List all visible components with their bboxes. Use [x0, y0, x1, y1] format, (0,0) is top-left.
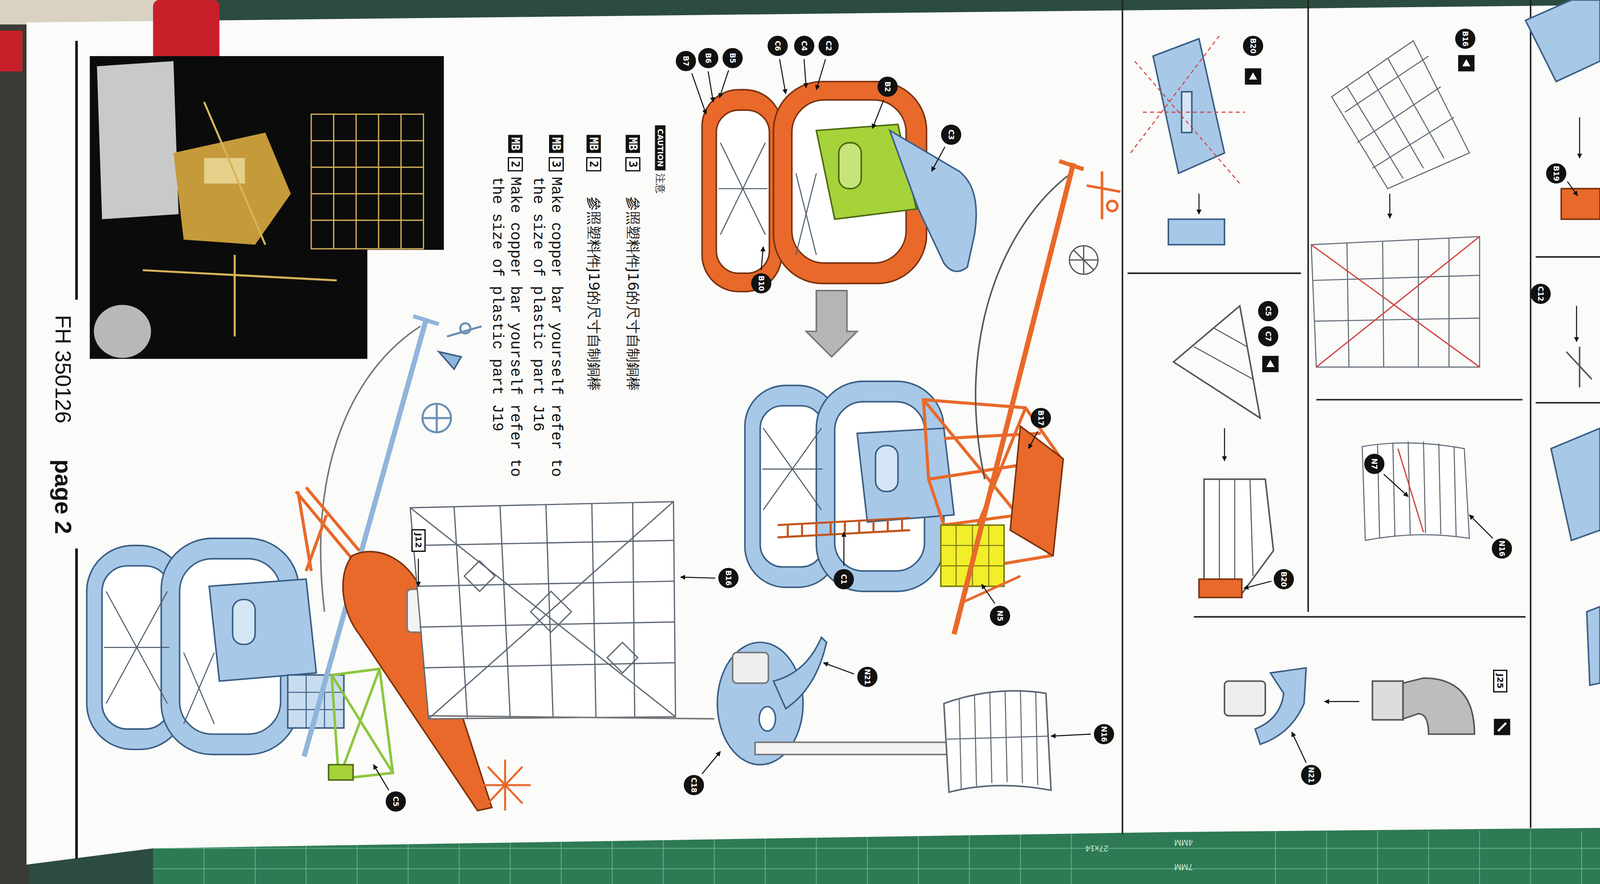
leader-lines — [373, 58, 1580, 791]
callout-number: B16 — [1455, 28, 1476, 49]
callout-number: B16 — [718, 568, 739, 589]
note-text: 參照塑料件J19的尺寸自制銅棒 — [584, 195, 604, 392]
callout-number: B6 — [698, 48, 719, 69]
callout-number: C1 — [833, 569, 854, 590]
mat-marking: 27x14 — [1085, 843, 1109, 854]
callout-number: N16 — [1093, 724, 1115, 745]
material-badge: MB — [508, 134, 523, 153]
callout-number: C6 — [767, 35, 788, 56]
callout-number: C18 — [683, 775, 704, 796]
callout-number: N7 — [1364, 453, 1385, 475]
mat-marking: 7MM — [1174, 861, 1193, 872]
panel-dividers — [1122, 0, 1600, 835]
sub-step-drawings — [1130, 0, 1600, 745]
mat-marking: 4MM — [1174, 837, 1193, 848]
callout-number: C7 — [1258, 326, 1279, 347]
caution-text: 注意 — [653, 172, 667, 195]
page-code: FH 350126 — [50, 313, 76, 425]
material-badge: MB — [625, 134, 640, 153]
quantity-box: 3 — [625, 157, 641, 172]
part-number: J25 — [1495, 673, 1506, 689]
callout-number: B17 — [1030, 408, 1051, 429]
callout-number: N21 — [857, 666, 878, 688]
callout-number: N5 — [989, 605, 1011, 627]
page-number: page 2 — [49, 457, 78, 536]
callout-number: N16 — [1491, 538, 1512, 559]
callout-number: B10 — [751, 273, 772, 294]
callout-number: C4 — [794, 35, 815, 56]
callout-number: C3 — [941, 124, 962, 145]
callout-number: N21 — [1301, 765, 1322, 786]
reference-photo — [89, 56, 444, 359]
middle-assembly — [744, 161, 1121, 635]
callout-number: B2 — [877, 76, 898, 97]
final-assembly — [86, 316, 1051, 811]
note-text: 參照塑料件J16的尺寸自制銅棒 — [623, 195, 643, 392]
note-text: Make copper bar yourself refer to the si… — [488, 176, 525, 489]
material-badge: MB — [549, 134, 564, 153]
material-badge: MB — [586, 134, 601, 153]
part-number-box: J25 — [1493, 669, 1508, 693]
callout-number: C2 — [818, 35, 839, 56]
page-border — [75, 40, 78, 859]
part-number: J12 — [413, 533, 424, 548]
callout-number: B20 — [1273, 569, 1294, 590]
quantity-box: 2 — [586, 157, 602, 172]
callout-number: C5 — [1258, 301, 1279, 322]
part-number-box: J12 — [411, 529, 426, 552]
callout-number: B7 — [675, 50, 696, 72]
note-text: Make copper bar yourself refer to the si… — [528, 176, 566, 489]
callout-number: B20 — [1242, 35, 1264, 56]
callout-number: C12 — [1530, 283, 1551, 304]
callout-number: B5 — [722, 48, 743, 69]
callout-number: C5 — [385, 791, 406, 812]
quantity-box: 3 — [548, 157, 564, 172]
exploded-assembly — [701, 81, 976, 358]
callout-number: B19 — [1546, 163, 1567, 184]
quantity-box: 2 — [507, 157, 523, 172]
step-icons — [1245, 55, 1511, 736]
caution-badge: CAUTION — [654, 125, 666, 171]
